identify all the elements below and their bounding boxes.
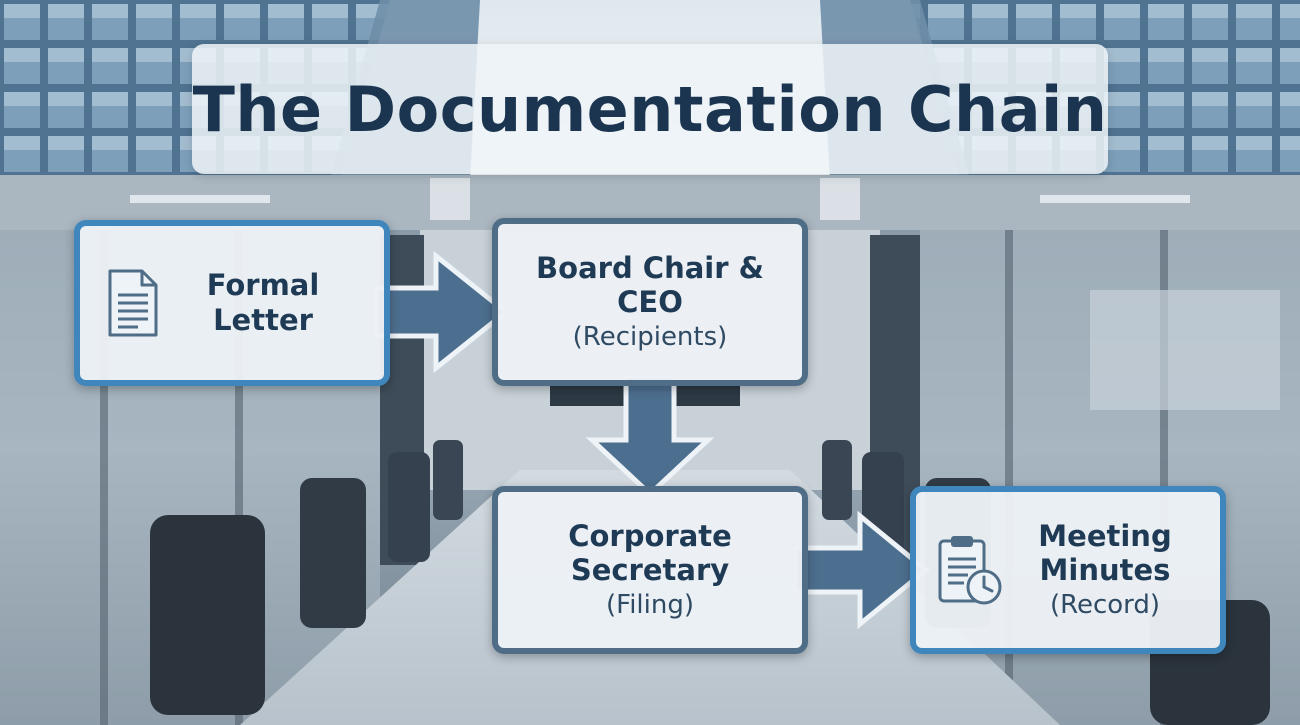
chair: [822, 440, 852, 520]
ceiling-light: [130, 195, 270, 203]
document-icon: [108, 269, 158, 337]
arrow-recipients-to-secretary: [585, 373, 715, 498]
node-meeting-minutes: Meeting Minutes (Record): [910, 486, 1226, 654]
node-title: Formal Letter: [206, 268, 320, 337]
glass-frame: [1005, 230, 1013, 725]
chair: [150, 515, 265, 715]
glass-frame: [100, 230, 108, 725]
wall-art: [1090, 290, 1280, 410]
ceiling-light: [430, 178, 470, 220]
node-title: Meeting Minutes: [1038, 518, 1172, 588]
node-title: Board Chair & CEO: [536, 250, 764, 320]
diagram-title: The Documentation Chain: [192, 72, 1108, 146]
chair: [300, 478, 366, 628]
node-formal-letter: Formal Letter: [74, 220, 390, 386]
node-subtitle: (Record): [1049, 590, 1161, 621]
node-corporate-secretary: Corporate Secretary (Filing): [492, 486, 808, 654]
node-subtitle: (Filing): [605, 590, 694, 621]
chair: [388, 452, 430, 562]
clipboard-clock-icon: [938, 536, 1002, 605]
ceiling-light: [820, 178, 860, 220]
node-title: Corporate Secretary: [568, 518, 732, 588]
chair: [433, 440, 463, 520]
glass-frame: [235, 230, 243, 725]
ceiling-light: [1040, 195, 1190, 203]
title-banner: The Documentation Chain: [192, 44, 1108, 174]
node-board-chair-ceo: Board Chair & CEO (Recipients): [492, 218, 808, 386]
node-subtitle: (Recipients): [572, 322, 728, 353]
glass-frame: [1160, 230, 1168, 725]
